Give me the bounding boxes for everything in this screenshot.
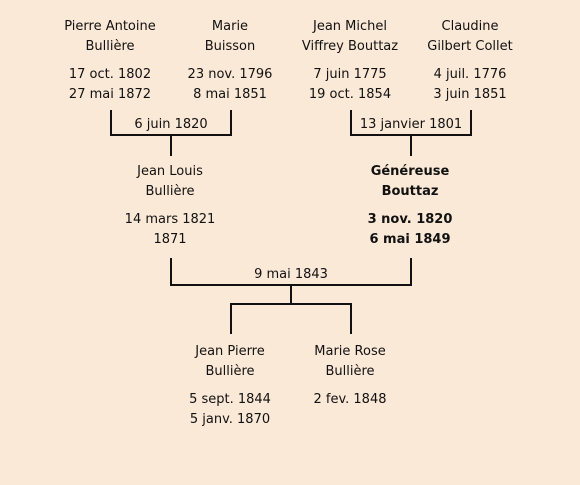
person-last-name: Bullière (145, 184, 195, 199)
connector-line (230, 303, 232, 334)
person-first-name: Marie Rose (314, 344, 386, 359)
person-death-date: 8 mai 1851 (193, 87, 267, 102)
person-last-name: Buisson (204, 39, 256, 54)
connector-line (290, 284, 292, 305)
connector-line (230, 110, 232, 136)
person-first-name: Jean Michel (313, 19, 387, 34)
person-birth-date: 2 fev. 1848 (313, 392, 387, 407)
connector-line (170, 258, 172, 286)
person-death-date: 19 oct. 1854 (308, 87, 392, 102)
person-death-date: 5 janv. 1870 (189, 412, 271, 427)
person-last-name: Bouttaz (381, 184, 439, 199)
person-last-name: Gilbert Collet (427, 39, 513, 54)
connector-line (170, 134, 172, 156)
person-first-name: Claudine (441, 19, 499, 34)
person-birth-date: 7 juin 1775 (313, 67, 387, 82)
person-birth-date: 23 nov. 1796 (187, 67, 273, 82)
person-first-name: Jean Pierre (195, 344, 265, 359)
person-marie-rose: Marie Rose Bullière 2 fev. 1848 (275, 342, 425, 410)
person-birth-date: 5 sept. 1844 (189, 392, 271, 407)
person-death-date: 27 mai 1872 (68, 87, 152, 102)
person-first-name: Généreuse (370, 164, 450, 179)
person-last-name: Bullière (85, 39, 135, 54)
person-genereuse: Généreuse Bouttaz 3 nov. 1820 6 mai 1849 (335, 162, 485, 250)
person-jean-louis: Jean Louis Bullière 14 mars 1821 1871 (95, 162, 245, 250)
person-birth-date: 4 juil. 1776 (433, 67, 507, 82)
marriage-date: 6 juin 1820 (131, 117, 211, 133)
connector-line (470, 110, 472, 136)
person-jean-michel: Jean Michel Viffrey Bouttaz 7 juin 1775 … (275, 17, 425, 105)
connector-line (110, 110, 112, 136)
person-death-date: 1871 (153, 232, 187, 247)
connector-line (350, 303, 352, 334)
connector-line (350, 110, 352, 136)
person-jean-pierre: Jean Pierre Bullière 5 sept. 1844 5 janv… (155, 342, 305, 430)
person-first-name: Jean Louis (137, 164, 203, 179)
connector-line (410, 258, 412, 286)
person-last-name: Bullière (205, 364, 255, 379)
person-death-date: 3 juin 1851 (433, 87, 507, 102)
marriage-date: 13 janvier 1801 (356, 117, 466, 133)
person-birth-date: 17 oct. 1802 (68, 67, 152, 82)
person-first-name: Marie (211, 19, 249, 34)
marriage-date: 9 mai 1843 (251, 267, 331, 283)
person-last-name: Bullière (325, 364, 375, 379)
connector-line (410, 134, 412, 156)
person-birth-date: 3 nov. 1820 (367, 212, 453, 227)
connector-line (230, 303, 352, 305)
person-last-name: Viffrey Bouttaz (301, 39, 399, 54)
person-first-name: Pierre Antoine (64, 19, 156, 34)
person-marie-buisson: Marie Buisson 23 nov. 1796 8 mai 1851 (155, 17, 305, 105)
person-claudine: Claudine Gilbert Collet 4 juil. 1776 3 j… (395, 17, 545, 105)
person-pierre-antoine: Pierre Antoine Bullière 17 oct. 1802 27 … (35, 17, 185, 105)
person-birth-date: 14 mars 1821 (124, 212, 216, 227)
person-death-date: 6 mai 1849 (369, 232, 451, 247)
